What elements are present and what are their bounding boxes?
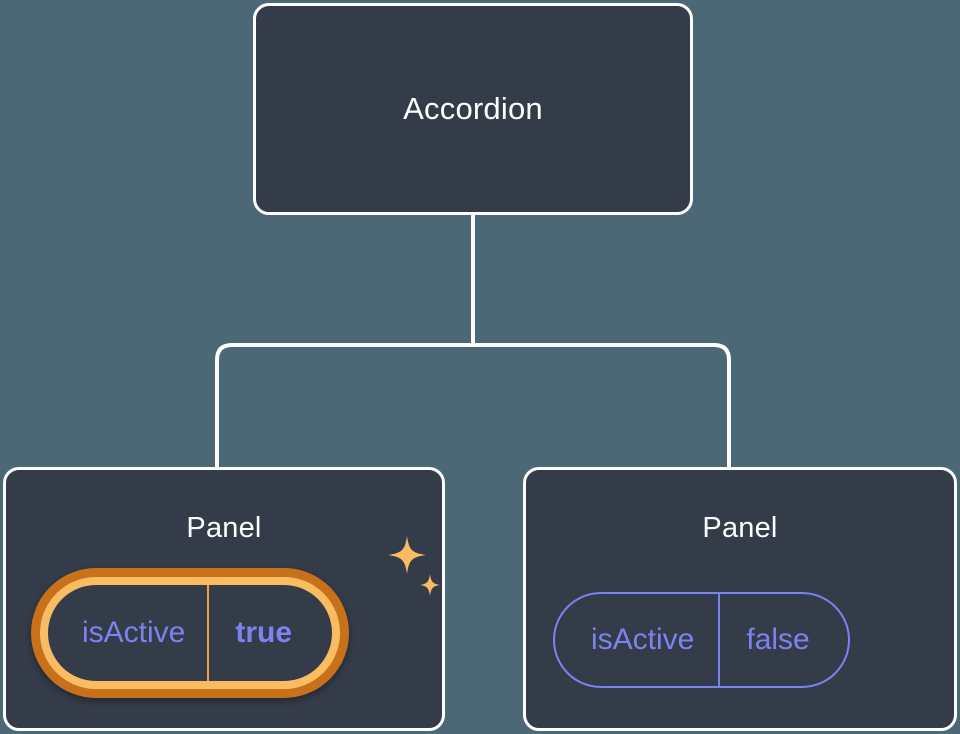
node-title-panel-inactive: Panel <box>702 512 778 544</box>
prop-key-label: isActive <box>48 585 210 681</box>
node-title-accordion: Accordion <box>403 90 543 126</box>
prop-pill-highlight-ring: isActive true <box>31 568 350 698</box>
prop-pill-body: isActive true <box>40 577 341 689</box>
node-title-panel-active: Panel <box>186 512 262 544</box>
prop-pill-body: isActive false <box>553 592 850 688</box>
prop-key-label: isActive <box>555 594 721 686</box>
node-accordion[interactable]: Accordion <box>253 3 693 215</box>
prop-value-label: true <box>235 616 293 649</box>
prop-value-label: false <box>746 623 810 656</box>
prop-pill-isactive-false[interactable]: isActive false <box>553 592 850 688</box>
prop-pill-isactive-true[interactable]: isActive true <box>31 568 350 698</box>
